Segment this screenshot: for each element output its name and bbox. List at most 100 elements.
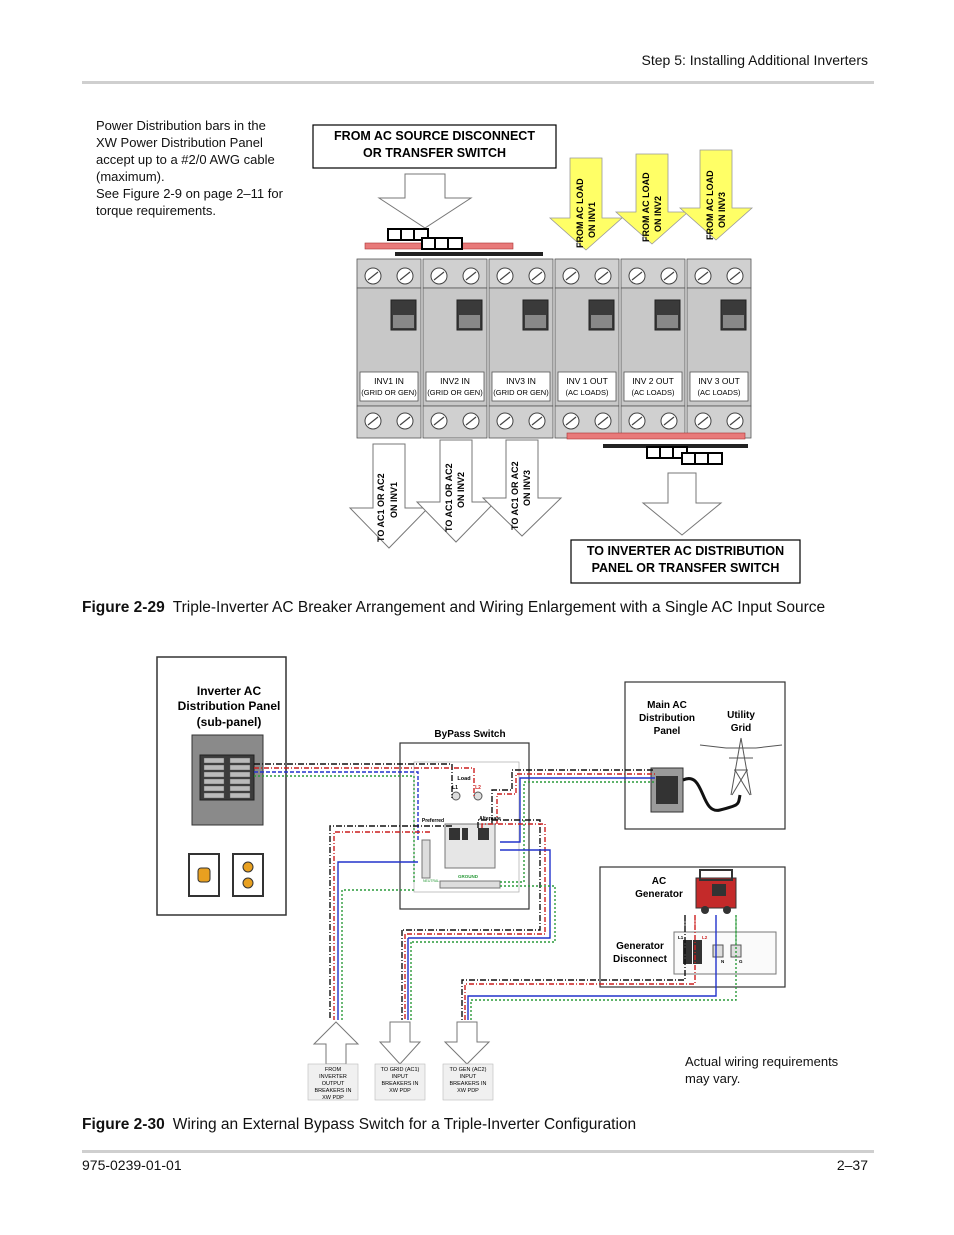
ac-arrow-label: ON INV2	[456, 472, 466, 508]
bus-terminal-block	[387, 228, 429, 241]
bottom-bus-bar-red	[566, 432, 746, 440]
gen-label-l2: L2	[702, 935, 708, 940]
load-arrow-1: FROM AC LOAD ON INV1	[548, 157, 624, 251]
breaker-sublabel: (AC LOADS)	[566, 388, 609, 397]
main-panel-title: Main AC	[647, 700, 687, 711]
breaker-6: INV 3 OUT(AC LOADS)	[686, 258, 752, 439]
wires-subpanel-bypass	[254, 763, 475, 882]
note-line: torque requirements.	[96, 203, 216, 218]
source-arrow-icon	[377, 173, 473, 229]
page-number: 2–37	[836, 1157, 868, 1173]
subpanel-title: Inverter AC	[197, 684, 262, 698]
ac-arrow-label: TO AC1 OR AC2	[510, 461, 520, 530]
breaker-4: INV 1 OUT(AC LOADS)	[554, 258, 620, 439]
bus-terminal-block	[421, 237, 463, 250]
source-box-line1: FROM AC SOURCE DISCONNECT	[334, 129, 535, 143]
bottom-arrow-label: FROM	[325, 1067, 342, 1073]
generator-icon	[695, 869, 737, 914]
note-line: Actual wiring requirements	[685, 1054, 839, 1069]
figure30-diagram: Inverter AC Distribution Panel (sub-pane…	[156, 656, 786, 1101]
main-panel-title: Panel	[654, 726, 681, 737]
footer-rule	[82, 1150, 874, 1153]
gen-disconnect-icon	[673, 931, 777, 975]
bypass-label-l2: L2	[475, 785, 481, 791]
ac-arrow-1: TO AC1 OR AC2 ON INV1	[348, 443, 430, 549]
bypass-label-load: Load	[457, 776, 470, 782]
note-line: XW Power Distribution Panel	[96, 135, 263, 150]
gen-label-n: N	[721, 959, 724, 964]
figure29-diagram: FROM AC SOURCE DISCONNECT OR TRANSFER SW…	[312, 124, 801, 584]
outlet-icon	[232, 853, 264, 897]
bus-terminal-block	[681, 452, 723, 465]
note-line: accept up to a #2/0 AWG cable	[96, 152, 275, 167]
ac-arrow-label: TO AC1 OR AC2	[376, 473, 386, 542]
distribution-box-line2: PANEL OR TRANSFER SWITCH	[592, 561, 780, 575]
utility-title: Grid	[731, 723, 752, 734]
bottom-arrow-label: XW PDP	[389, 1088, 411, 1094]
bypass-label-alternate: Alternate	[479, 816, 501, 822]
ac-arrow-2: TO AC1 OR AC2 ON INV2	[415, 439, 497, 543]
note-line: Power Distribution bars in the	[96, 118, 266, 133]
caption-number: Figure 2-30	[82, 1116, 165, 1133]
wires-bypass-generator	[402, 819, 556, 943]
load-arrow-label: FROM AC LOAD	[575, 178, 585, 248]
note-line: may vary.	[685, 1071, 741, 1086]
load-arrow-label: ON INV3	[717, 192, 727, 228]
ac-arrow-3: TO AC1 OR AC2 ON INV3	[481, 439, 563, 537]
distribution-arrow-icon	[641, 472, 723, 536]
bottom-arrow-label: INPUT	[460, 1074, 477, 1080]
ac-arrow-label: TO AC1 OR AC2	[444, 463, 454, 532]
source-box	[312, 124, 557, 169]
main-panel-title: Distribution	[639, 713, 695, 724]
ac-arrow-label: ON INV3	[522, 470, 532, 506]
bottom-arrow-grid	[374, 1021, 426, 1101]
caption-number: Figure 2-29	[82, 599, 165, 616]
wires-bottom	[329, 825, 737, 1020]
breaker-label: INV 3 OUT	[698, 376, 740, 386]
figure29-note: Power Distribution bars in the XW Power …	[96, 117, 306, 219]
breaker-5: INV 2 OUT(AC LOADS)	[620, 258, 686, 439]
load-arrow-label: FROM AC LOAD	[641, 172, 651, 242]
utility-cable	[682, 777, 742, 812]
breaker-2: INV2 IN (GRID OR GEN)	[422, 258, 488, 439]
utility-title: Utility	[727, 710, 755, 721]
gen-disconnect-title: Disconnect	[613, 954, 668, 965]
bottom-arrow-label: INPUT	[392, 1074, 409, 1080]
caption-text: Triple-Inverter AC Breaker Arrangement a…	[172, 599, 826, 616]
section-title: Step 5: Installing Additional Inverters	[641, 52, 868, 68]
bypass-title: ByPass Switch	[434, 729, 505, 740]
breaker-label: INV3 IN	[506, 376, 536, 386]
breaker-label: INV2 IN	[440, 376, 470, 386]
bottom-arrow-label: XW PDP	[457, 1088, 479, 1094]
breaker-sublabel: (GRID OR GEN)	[493, 388, 549, 397]
bypass-label-neutral: NEUTRAL	[423, 879, 439, 883]
utility-tower-icon	[699, 737, 783, 796]
figure29-caption: Figure 2-29 Triple-Inverter AC Breaker Ar…	[82, 599, 825, 617]
bottom-arrow-label: BREAKERS IN	[382, 1081, 419, 1087]
source-box-line2: OR TRANSFER SWITCH	[363, 146, 506, 160]
bottom-arrow-label: TO GRID (AC1)	[381, 1067, 420, 1073]
bottom-arrow-label: INVERTER	[319, 1074, 347, 1080]
load-arrow-3: FROM AC LOAD ON INV3	[678, 149, 754, 241]
note-line: See Figure 2-9 on page 2–11 for	[96, 186, 283, 201]
load-arrow-label: ON INV2	[653, 196, 663, 232]
breaker-sublabel: (GRID OR GEN)	[361, 388, 417, 397]
bottom-arrow-label: TO GEN (AC2)	[450, 1067, 487, 1073]
doc-number: 975-0239-01-01	[82, 1157, 182, 1173]
load-arrow-label: ON INV1	[587, 202, 597, 238]
gen-disconnect-title: Generator	[616, 941, 664, 952]
breaker-sublabel: (GRID OR GEN)	[427, 388, 483, 397]
bypass-label-ground: GROUND	[458, 874, 479, 879]
note-line: (maximum).	[96, 169, 165, 184]
top-bus-bar-black	[395, 252, 543, 256]
figure30-note: Actual wiring requirements may vary.	[685, 1053, 875, 1087]
breaker-3: INV3 IN (GRID OR GEN)	[488, 258, 554, 439]
bottom-arrow-from-inverter	[307, 1021, 360, 1101]
subpanel-title: Distribution Panel	[178, 699, 281, 713]
ac-arrow-label: ON INV1	[389, 482, 399, 518]
gen-label-g: G	[739, 959, 743, 964]
bottom-arrow-label: BREAKERS IN	[315, 1088, 352, 1094]
bypass-label-l1: L1	[452, 785, 458, 791]
bottom-arrow-label: BREAKERS IN	[450, 1081, 487, 1087]
